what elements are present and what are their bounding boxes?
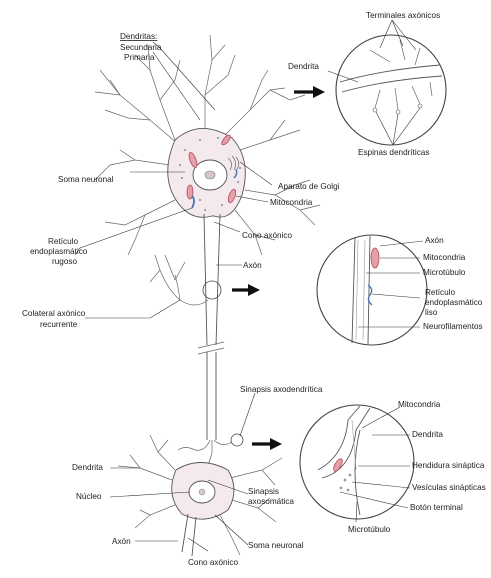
label-reticulo-liso-2: endoplasmático [425, 298, 483, 307]
label-reticulo-liso-3: liso [425, 308, 438, 317]
label-axon: Axón [243, 261, 262, 270]
label-cono-axonico-bottom: Cono axónico [188, 558, 239, 567]
label-sinapsis-axosomatica-1: Sinapsis [248, 487, 279, 496]
label-boton-terminal: Botón terminal [410, 503, 463, 512]
label-sinapsis-axosomatica-2: axosomática [248, 497, 294, 506]
label-aparato-golgi: Aparato de Golgi [278, 182, 340, 191]
upper-neuron [95, 35, 320, 255]
arrow-bottom [252, 438, 282, 450]
label-microtubulo-mid: Microtúbulo [423, 268, 466, 277]
label-axon-mid: Axón [425, 236, 444, 245]
label-soma-neuronal-bottom: Soma neuronal [248, 541, 304, 550]
label-reticulo-3: rugoso [52, 257, 77, 266]
label-reticulo-liso-1: Retículo [425, 288, 455, 297]
label-mitocondria: Mitocondria [270, 198, 313, 207]
label-dendrita-bottom: Dendrita [72, 463, 103, 472]
arrow-top [294, 86, 325, 98]
arrow-middle [232, 284, 260, 296]
inset-bottom [300, 405, 414, 519]
label-mitocondria-bottom: Mitocondria [398, 400, 441, 409]
label-colateral-1: Colateral axónico [22, 309, 86, 318]
inset-top [336, 35, 446, 145]
label-dendritas: Dendritas: [120, 32, 157, 41]
label-vesiculas-sinapticas: Vesículas sinápticas [412, 483, 486, 492]
label-nucleo: Núcleo [76, 492, 102, 501]
labels-inset-middle: Axón Mitocondria Microtúbulo Retículo en… [423, 236, 483, 331]
upper-nucleolus [205, 171, 215, 179]
axon-shaft [150, 214, 243, 483]
label-axon-bottom: Axón [112, 537, 131, 546]
label-espinas-dendriticas: Espinas dendríticas [358, 148, 429, 157]
axodendritic-zoom-circle [231, 434, 243, 446]
label-secundaria: Secundaria [120, 43, 162, 52]
lower-axon [182, 514, 196, 556]
label-soma-neuronal: Soma neuronal [58, 175, 114, 184]
label-hendidura-sinaptica: Hendidura sináptica [412, 461, 485, 470]
label-primaria: Primaria [124, 53, 155, 62]
label-dendrita-top: Dendrita [288, 62, 319, 71]
label-colateral-2: recurrente [40, 320, 78, 329]
label-cono-axonico: Cono axónico [242, 231, 293, 240]
label-sinapsis-axodendritica: Sinapsis axodendrítica [240, 385, 323, 394]
label-terminales-axonicos: Terminales axónicos [366, 11, 440, 20]
inset-middle [317, 235, 427, 345]
label-neurofilamentos: Neurofilamentos [423, 322, 483, 331]
label-dendrita-inset-bottom: Dendrita [412, 430, 443, 439]
label-reticulo-1: Retículo [48, 237, 78, 246]
label-microtubulo-bottom: Microtúbulo [348, 525, 391, 534]
label-reticulo-2: endoplasmático [30, 247, 88, 256]
label-mitocondria-mid: Mitocondria [423, 253, 466, 262]
